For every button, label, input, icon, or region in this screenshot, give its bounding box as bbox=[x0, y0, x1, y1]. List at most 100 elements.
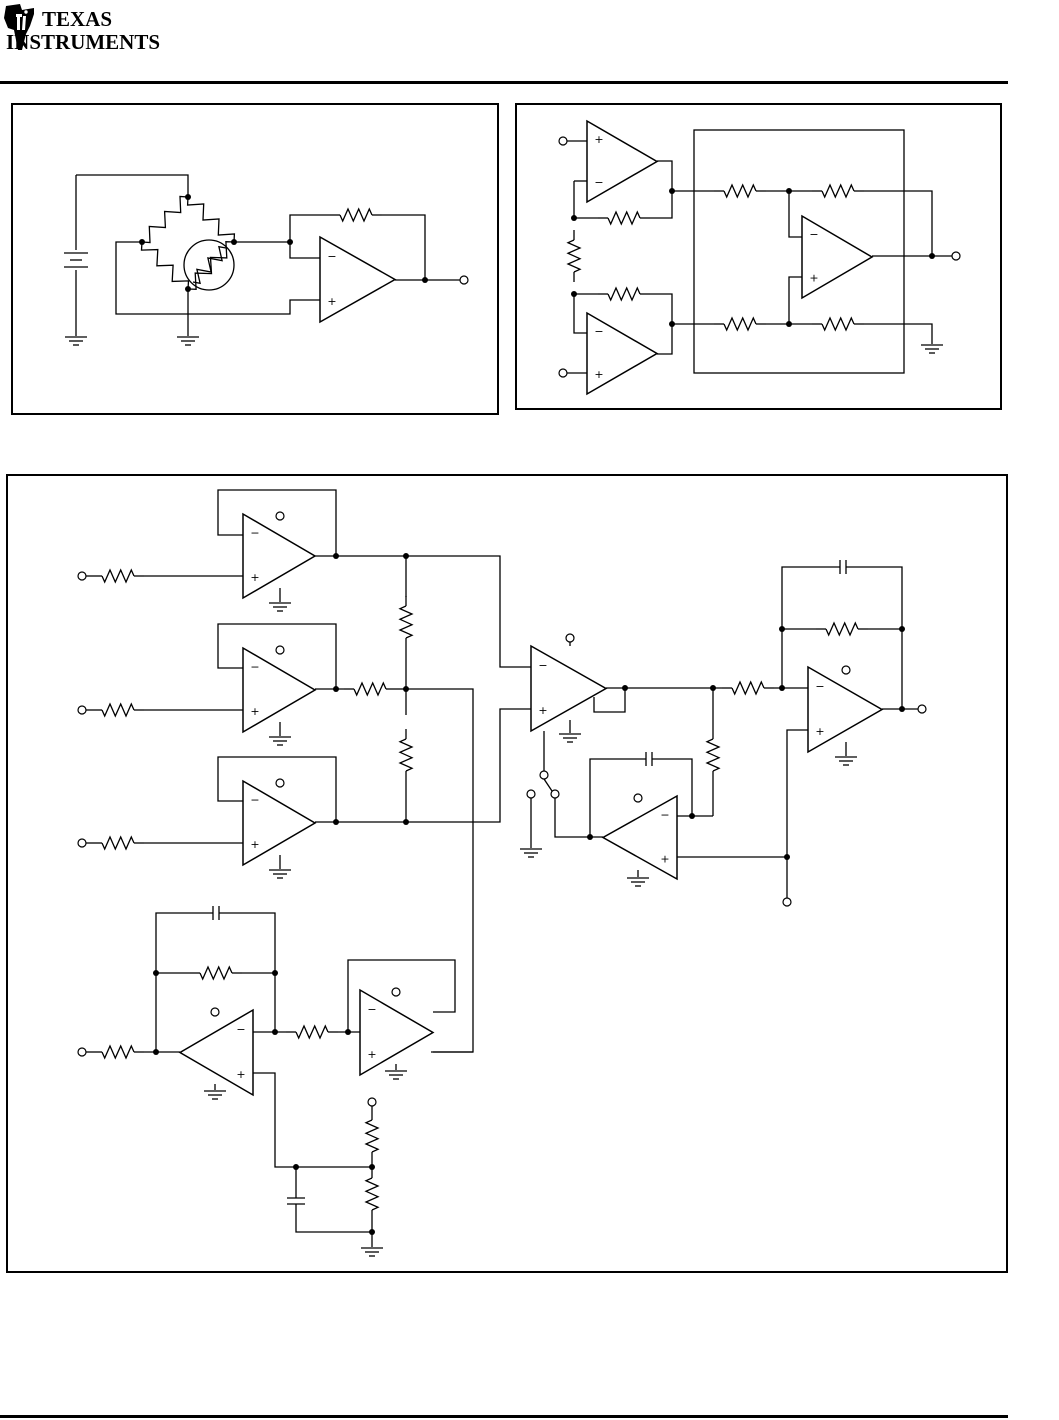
wire bbox=[155, 972, 190, 1052]
wire bbox=[76, 174, 189, 197]
bridge-amplifier-frame bbox=[11, 103, 499, 415]
junction-dot bbox=[153, 970, 159, 976]
resistor bbox=[705, 738, 721, 772]
junction-dot bbox=[272, 970, 278, 976]
resistor bbox=[731, 680, 765, 696]
terminal bbox=[558, 136, 568, 146]
terminal bbox=[558, 368, 568, 378]
wire bbox=[573, 294, 587, 334]
resistor bbox=[723, 316, 757, 332]
resistor bbox=[821, 183, 855, 199]
junction-dot bbox=[784, 854, 790, 860]
op-amp-sign: − bbox=[236, 1023, 245, 1036]
brand-line-1: TEXAS bbox=[42, 7, 112, 31]
junction-dot bbox=[929, 253, 935, 259]
wire bbox=[652, 758, 693, 816]
op-amp-sign: + bbox=[594, 368, 603, 381]
resistor bbox=[192, 245, 227, 285]
op-amp-sign: + bbox=[660, 852, 669, 865]
wire bbox=[650, 293, 673, 324]
wire bbox=[593, 688, 626, 713]
thermistor-body bbox=[183, 239, 235, 291]
terminal bbox=[367, 1097, 377, 1107]
op-amp-triangle bbox=[586, 119, 659, 204]
op-amp-sign: − bbox=[538, 659, 547, 672]
resistor bbox=[607, 210, 641, 226]
op-amp-triangle bbox=[807, 665, 884, 754]
terminal bbox=[210, 1007, 220, 1017]
op-amp-triangle bbox=[242, 512, 317, 600]
wire bbox=[347, 959, 456, 1032]
op-amp-triangle bbox=[530, 644, 608, 733]
wire bbox=[864, 323, 933, 344]
wire bbox=[217, 489, 337, 556]
op-amp-sign: + bbox=[250, 705, 259, 718]
op-amp-sign: + bbox=[594, 133, 603, 146]
resistor bbox=[295, 1024, 329, 1040]
op-amp-triangle bbox=[601, 794, 678, 881]
wire bbox=[781, 566, 840, 629]
wire bbox=[657, 324, 673, 355]
op-amp-sign: − bbox=[367, 1003, 376, 1016]
wire bbox=[253, 1072, 372, 1168]
wire bbox=[406, 708, 531, 823]
terminal bbox=[782, 897, 792, 907]
resistor bbox=[101, 1044, 135, 1060]
resistor bbox=[101, 702, 135, 718]
op-amp-sign: − bbox=[250, 661, 259, 674]
terminal bbox=[633, 793, 643, 803]
conditioning-circuit-frame bbox=[6, 474, 1008, 1273]
resistor bbox=[353, 681, 387, 697]
terminal bbox=[77, 838, 87, 848]
wire bbox=[650, 191, 673, 219]
wire bbox=[657, 160, 673, 191]
terminal bbox=[391, 987, 401, 997]
wire bbox=[786, 729, 808, 898]
op-amp-sign: + bbox=[236, 1068, 245, 1081]
brand-line-2: INSTRUMENTS bbox=[6, 30, 160, 54]
op-amp-sign: − bbox=[327, 250, 336, 263]
resistor bbox=[723, 183, 757, 199]
terminal bbox=[77, 1047, 87, 1057]
wire bbox=[219, 912, 276, 1032]
header-rule bbox=[0, 81, 1008, 84]
op-amp-triangle bbox=[319, 235, 397, 324]
ti-logo: TEXAS INSTRUMENTS bbox=[4, 4, 160, 54]
wire bbox=[788, 276, 802, 324]
resistor bbox=[364, 1119, 380, 1153]
wire bbox=[788, 191, 802, 238]
op-amp-sign: + bbox=[538, 704, 547, 717]
junction-dot bbox=[571, 215, 577, 221]
difference-amp-box bbox=[693, 129, 905, 374]
op-amp-triangle bbox=[242, 646, 317, 734]
terminal bbox=[459, 275, 469, 285]
op-amp-sign: − bbox=[660, 808, 669, 821]
wire bbox=[289, 214, 330, 242]
op-amp-sign: − bbox=[594, 325, 603, 338]
resistor bbox=[199, 965, 233, 981]
op-amp-sign: + bbox=[250, 838, 259, 851]
schematic-layer: −++−−+−+−+−+−+−+−+−+−+−+ bbox=[64, 119, 961, 1257]
op-amp-sign: − bbox=[815, 680, 824, 693]
terminal bbox=[841, 665, 851, 675]
junction-dot bbox=[899, 626, 905, 632]
wire bbox=[406, 555, 531, 668]
switch-blade bbox=[543, 778, 553, 792]
junction-dot bbox=[333, 553, 339, 559]
resistor bbox=[821, 316, 855, 332]
terminal bbox=[539, 770, 549, 780]
wire bbox=[217, 623, 337, 689]
resistor bbox=[364, 1177, 380, 1211]
wire bbox=[846, 566, 903, 709]
wire bbox=[115, 241, 320, 315]
wire bbox=[554, 798, 603, 838]
junction-dot bbox=[369, 1229, 375, 1235]
terminal bbox=[77, 705, 87, 715]
resistor bbox=[398, 738, 414, 772]
resistor bbox=[398, 605, 414, 639]
resistor bbox=[141, 195, 189, 244]
ti-state-icon bbox=[4, 4, 34, 50]
wire bbox=[295, 1204, 372, 1233]
junction-dot bbox=[272, 1029, 278, 1035]
